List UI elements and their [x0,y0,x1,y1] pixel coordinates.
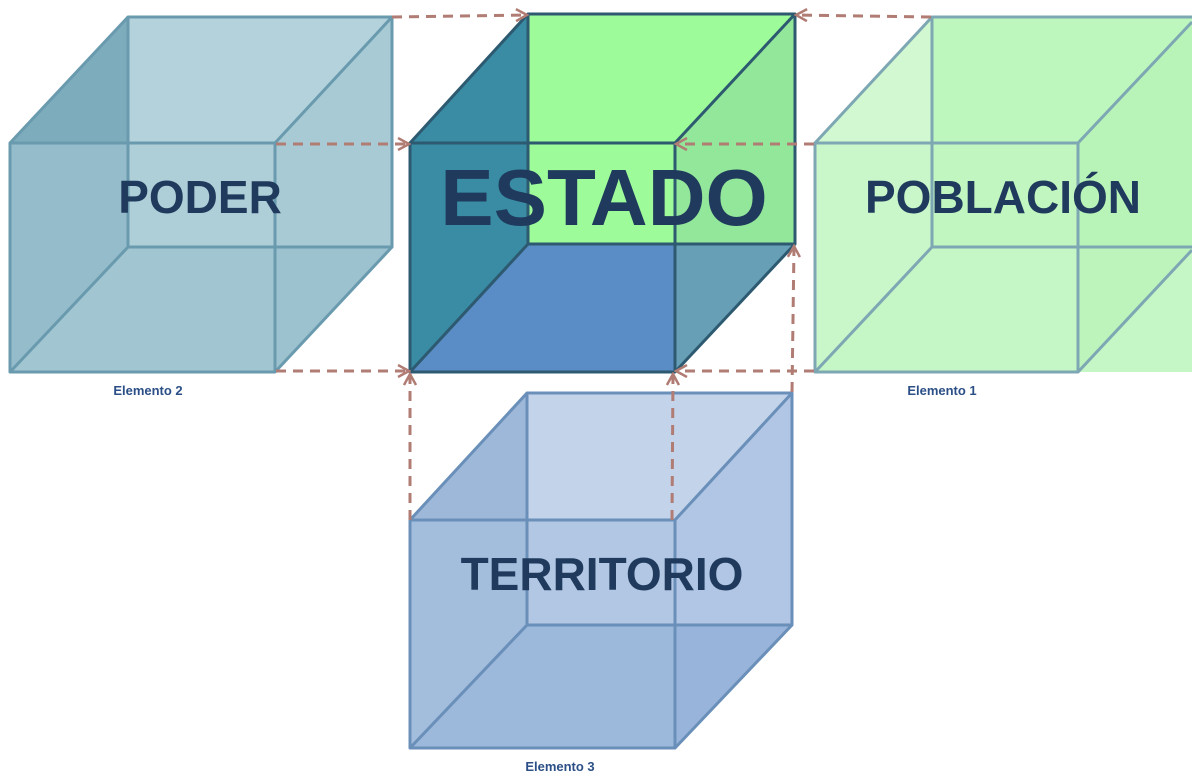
caption-territorio: Elemento 3 [525,759,594,774]
arrow-territorio-middle [672,375,673,521]
cube-label-territorio: TERRITORIO [461,548,744,600]
arrow-poblacion-top [797,15,932,17]
cube-territorio: TERRITORIO Elemento 3 [408,391,794,774]
connector-arrows [276,15,932,521]
cube-label-estado: ESTADO [440,153,767,242]
cube-poder: PODER Elemento 2 [8,15,394,398]
arrow-territorio-right [792,247,794,393]
cube-label-poder: PODER [118,171,282,223]
cube-poblacion: POBLACIÓN Elemento 1 [813,15,1192,398]
caption-poblacion: Elemento 1 [907,383,976,398]
arrow-poder-top [391,15,526,17]
cube-estado: ESTADO [408,12,797,374]
caption-poder: Elemento 2 [113,383,182,398]
cube-label-poblacion: POBLACIÓN [865,171,1141,223]
